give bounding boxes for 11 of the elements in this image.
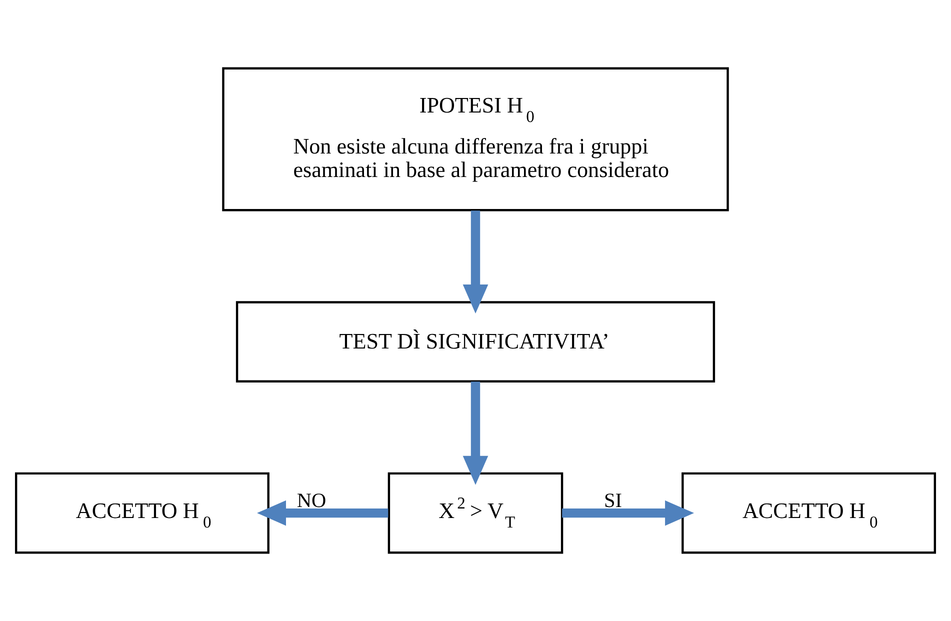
- edge-label: SI: [604, 490, 622, 512]
- node-box: X$^{2}$ > V$_{T}$: [388, 472, 564, 554]
- arrow: [257, 500, 388, 526]
- node-box: TEST DÌ SIGNIFICATIVITA’: [236, 301, 716, 382]
- node-box: ACCETTO H$_{0}$: [14, 472, 270, 554]
- arrow: [462, 382, 488, 485]
- node-box: IPOTESI H$_{0}$ Non esiste alcuna differenza fra i gruppi esaminati in base al parametro considerato: [222, 67, 729, 212]
- arrow: [462, 210, 488, 314]
- arrow: [562, 500, 694, 526]
- node-box: ACCETTO H$_{0}$: [682, 472, 936, 554]
- edge-label: NO: [296, 490, 326, 512]
